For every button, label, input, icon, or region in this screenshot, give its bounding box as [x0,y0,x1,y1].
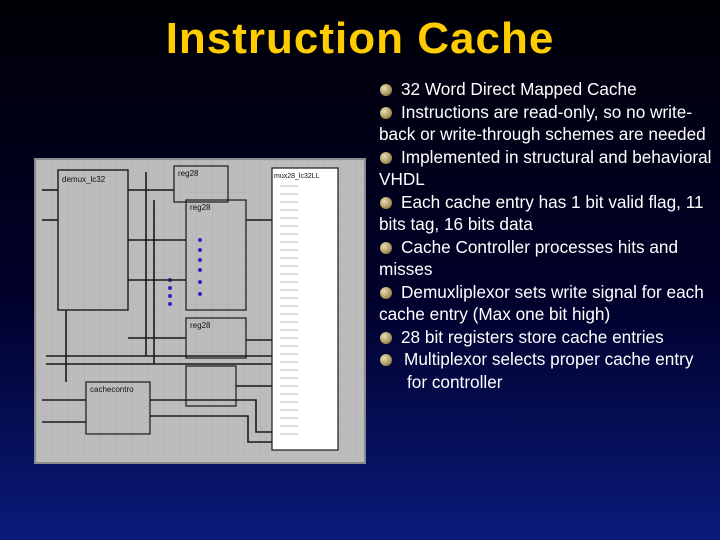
demux-label: demux_lc32 [62,175,106,184]
reg-top-block [173,165,229,203]
mux-block [271,167,339,451]
reg-top-label: reg28 [178,169,199,178]
bullet-icon [380,196,392,209]
bullet-icon [380,151,392,164]
schematic-image: demux_lc32 reg28 reg28 reg28 mux28_lc32L… [34,158,366,464]
bullet-item: Demuxliplexor sets write signal for each… [379,281,704,325]
bullet-icon [380,241,392,254]
bullet-item: Implemented in structural and behavioral… [379,146,712,190]
bullet-item: 32 Word Direct Mapped Cache [379,78,715,101]
schematic-drawing: demux_lc32 reg28 reg28 reg28 mux28_lc32L… [36,160,364,462]
register-dots [168,238,202,306]
bullet-icon [380,84,392,96]
bullet-icon [380,286,392,299]
bullet-item: 28 bit registers store cache entries [379,326,715,349]
bullet-icon [380,354,392,366]
bullet-icon [380,106,392,119]
reg-low-label: reg28 [190,321,211,330]
reg-mid-block [185,199,247,311]
wires [42,172,272,443]
reg-mid-label: reg28 [190,203,211,212]
controller-label: cachecontro [90,385,134,394]
bullet-list: 32 Word Direct Mapped Cache Instructions… [379,78,715,393]
mux-label: mux28_lc32LL [274,173,320,180]
bullet-item: Cache Controller processes hits and miss… [379,236,679,280]
bullet-item: Multiplexor selects proper cache entry f… [379,348,715,393]
bullet-icon [380,331,392,344]
slide-title: Instruction Cache [165,14,555,63]
mux-pins [280,185,298,435]
bullet-item: Instructions are read-only, so no write-… [379,101,706,145]
bullet-item: Each cache entry has 1 bit valid flag, 1… [379,191,704,235]
controller-block [85,381,151,435]
